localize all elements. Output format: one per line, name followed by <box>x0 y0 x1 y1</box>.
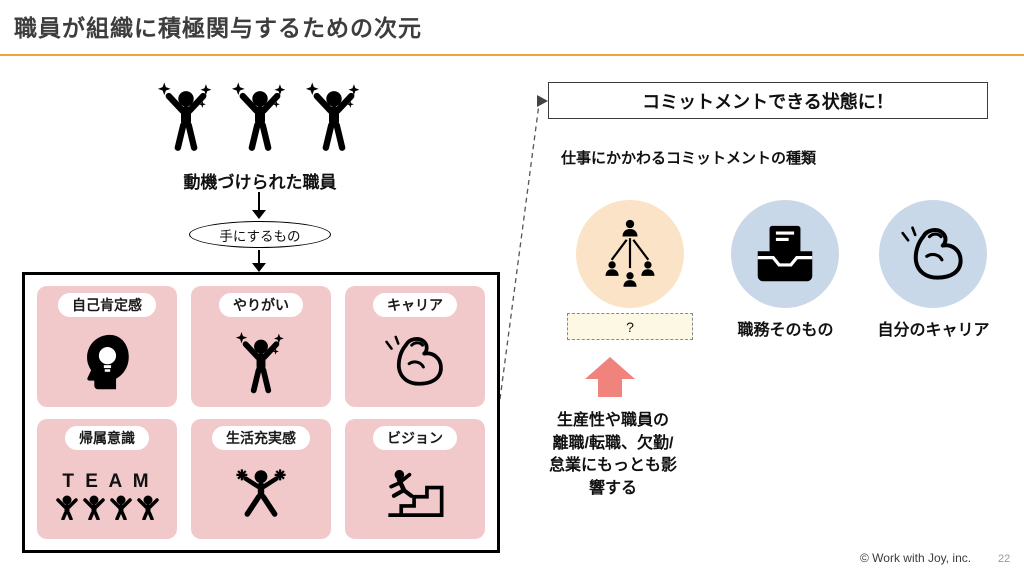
team-text: T E A M <box>62 471 152 493</box>
card-label: ビジョン <box>373 425 457 450</box>
card-label: キャリア <box>373 293 457 317</box>
dimensions-box: 自己肯定感 やりがい キャリア 帰属意識 T E A M <box>22 272 500 553</box>
card-label: 帰属意識 <box>65 425 149 450</box>
unknown-commitment-box: ? <box>567 313 693 340</box>
card-vision: ビジョン <box>345 418 485 539</box>
flexed-arm-icon <box>900 226 966 283</box>
commitment-circle-organization <box>576 200 684 308</box>
cheering-person-icon <box>235 330 287 394</box>
mini-person-icon <box>135 494 161 520</box>
down-arrow-line <box>258 192 260 210</box>
impact-arrow <box>585 357 635 379</box>
cheering-person-icon <box>231 80 289 152</box>
mini-person-icon <box>108 494 134 520</box>
card-belonging: 帰属意識 T E A M <box>37 418 177 540</box>
mini-person-icon <box>81 494 107 520</box>
card-label: やりがい <box>219 293 303 317</box>
circle-label-career: 自分のキャリア <box>877 322 990 339</box>
card-self-esteem: 自己肯定感 <box>37 286 177 407</box>
cheerleader-icon <box>230 464 292 524</box>
inbox-tray-icon <box>752 224 818 284</box>
team-people-icon: T E A M <box>54 450 161 540</box>
card-purpose: やりがい <box>191 286 331 407</box>
card-label: 自己肯定感 <box>58 293 156 317</box>
flexed-arm-icon <box>384 335 446 389</box>
mini-person-icon <box>54 494 80 520</box>
page-title: 職員が組織に積極関与するための次元 <box>14 15 422 41</box>
commitment-circle-career <box>879 200 987 308</box>
org-hierarchy-icon <box>595 218 665 290</box>
card-career: キャリア <box>345 286 485 407</box>
idea-head-icon <box>79 333 135 391</box>
commitment-banner: コミットメントできる状態に！ <box>548 82 988 119</box>
motivated-employees-group <box>157 80 363 152</box>
card-label: 生活充実感 <box>212 425 310 450</box>
footer-copyright: © Work with Joy, inc. <box>860 551 972 565</box>
card-life-fulfillment: 生活充実感 <box>191 418 331 539</box>
cheering-person-icon <box>305 80 363 152</box>
down-arrow-line <box>258 250 260 263</box>
down-arrow-head <box>252 210 266 219</box>
impact-text: 生産性や職員の 離職/転職、欠勤/ 怠業にもっとも影 響する <box>548 412 677 498</box>
header-divider <box>0 54 1024 56</box>
cheering-person-icon <box>157 80 215 152</box>
gain-ellipse: 手にするもの <box>189 221 331 248</box>
page-number: 22 <box>998 553 1011 565</box>
commitment-circle-job <box>731 200 839 308</box>
impact-arrow-stem <box>598 379 622 397</box>
stairs-runner-icon <box>381 467 449 521</box>
commitment-types-heading: 仕事にかかわるコミットメントの種類 <box>561 150 817 167</box>
down-arrow-head <box>252 263 266 272</box>
circle-label-job: 職務そのもの <box>737 322 834 339</box>
motivated-employees-label: 動機づけられた職員 <box>183 173 337 192</box>
